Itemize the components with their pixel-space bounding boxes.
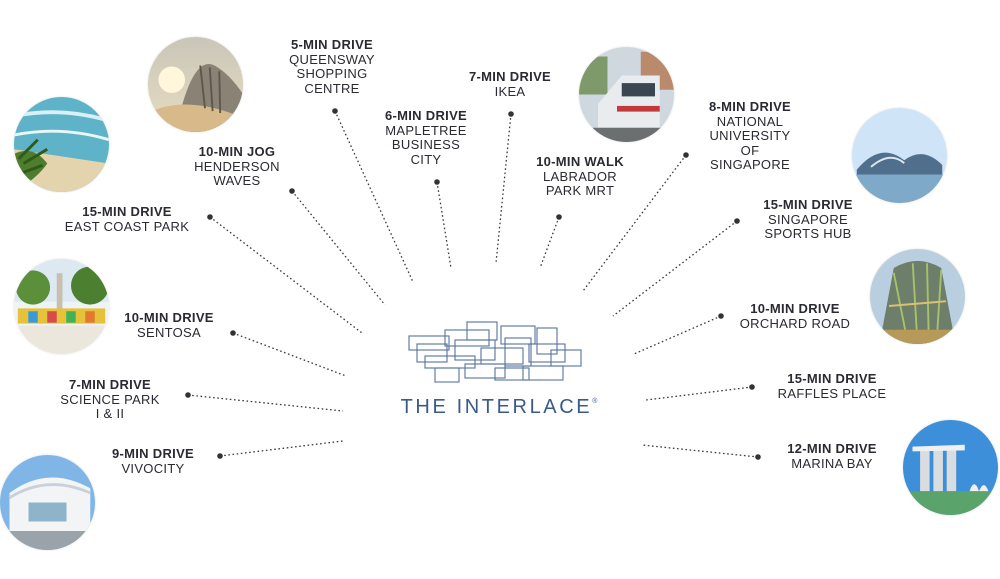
connector-henderson-waves [291, 190, 386, 306]
travel-time: 8-MIN DRIVE [708, 99, 792, 114]
location-name: BUSINESS [391, 137, 461, 152]
photo-orchard [870, 249, 965, 344]
travel-time: 5-MIN DRIVE [290, 37, 374, 52]
connector-raffles [645, 386, 753, 401]
registered-mark: ® [592, 398, 598, 405]
connector-sentosa [232, 332, 347, 377]
location-name: OF [740, 142, 760, 158]
location-sports-hub: 15-MIN DRIVE SINGAPORE SPORTS HUB [744, 197, 872, 242]
location-raffles: 15-MIN DRIVE RAFFLES PLACE [766, 371, 898, 401]
location-name: PARK MRT [545, 183, 615, 198]
location-name: EAST COAST PARK [64, 218, 190, 234]
location-name: MAPLETREE [385, 122, 467, 138]
location-name: ORCHARD ROAD [739, 315, 851, 331]
travel-time: 15-MIN DRIVE [763, 197, 853, 212]
location-queensway: 5-MIN DRIVE QUEENSWAY SHOPPING CENTRE [268, 37, 396, 96]
location-name: I & II [95, 406, 125, 421]
travel-time: 12-MIN DRIVE [787, 441, 877, 456]
travel-time: 15-MIN DRIVE [82, 204, 172, 219]
location-science-park: 7-MIN DRIVE SCIENCE PARK I & II [44, 377, 176, 422]
connector-mapletree [436, 181, 452, 269]
location-name: RAFFLES PLACE [777, 385, 887, 401]
connector-sports-hub [612, 220, 738, 317]
travel-time: 10-MIN JOG [198, 144, 276, 159]
location-orchard: 10-MIN DRIVE ORCHARD ROAD [728, 301, 862, 331]
photo-ikea-train [579, 47, 674, 142]
connector-nus [582, 154, 687, 292]
connector-science-park [187, 394, 344, 412]
connector-labrador [539, 216, 560, 269]
location-henderson-waves: 10-MIN JOG HENDERSON WAVES [172, 144, 302, 189]
travel-time: 9-MIN DRIVE [111, 446, 195, 461]
location-name: LABRADOR [543, 168, 617, 184]
location-name: SENTOSA [137, 324, 201, 340]
location-name: CENTRE [304, 80, 360, 96]
location-labrador: 10-MIN WALK LABRADOR PARK MRT [515, 154, 645, 199]
connector-orchard [633, 315, 722, 355]
location-name: SCIENCE PARK [60, 391, 160, 407]
location-name: NATIONAL [716, 113, 784, 129]
location-mapletree: 6-MIN DRIVE MAPLETREE BUSINESS CITY [360, 108, 492, 167]
brand-name: THE INTERLACE® [400, 396, 598, 418]
location-name: SINGAPORE [768, 211, 848, 227]
travel-time: 6-MIN DRIVE [384, 108, 468, 123]
location-name: QUEENSWAY [289, 51, 375, 67]
location-name: WAVES [213, 173, 261, 188]
location-name: CITY [410, 151, 442, 167]
location-sentosa: 10-MIN DRIVE SENTOSA [104, 310, 234, 340]
location-name: IKEA [494, 83, 526, 99]
travel-time: 10-MIN DRIVE [750, 301, 840, 316]
photo-henderson-waves [148, 37, 243, 132]
interlace-logo-mark [408, 321, 582, 383]
photo-sentosa [14, 259, 109, 354]
photo-marina-bay [903, 420, 998, 515]
connector-marina-bay [641, 444, 759, 458]
location-name: HENDERSON [194, 158, 280, 174]
interlace-logo: THE INTERLACE® [393, 318, 605, 428]
travel-time: 7-MIN DRIVE [468, 69, 552, 84]
location-east-coast: 15-MIN DRIVE EAST COAST PARK [52, 204, 202, 234]
location-name: SPORTS HUB [764, 226, 852, 241]
location-name: MARINA BAY [791, 455, 873, 471]
location-name: VIVOCITY [121, 460, 185, 476]
location-marina-bay: 12-MIN DRIVE MARINA BAY [766, 441, 898, 471]
location-name: SINGAPORE [710, 157, 790, 172]
travel-time: 7-MIN DRIVE [68, 377, 152, 392]
connector-vivocity [219, 440, 344, 457]
connector-queensway [334, 110, 414, 283]
location-nus: 8-MIN DRIVE NATIONAL UNIVERSITY OF SINGA… [686, 99, 814, 173]
photo-nus [852, 108, 947, 203]
location-name: SHOPPING [296, 66, 368, 81]
photo-east-coast [14, 97, 109, 192]
location-vivocity: 9-MIN DRIVE VIVOCITY [88, 446, 218, 476]
connector-ikea [495, 113, 512, 264]
photo-vivocity [0, 455, 95, 550]
location-ikea: 7-MIN DRIVE IKEA [446, 69, 574, 99]
location-name: UNIVERSITY [709, 128, 791, 143]
travel-time: 10-MIN WALK [536, 154, 624, 169]
travel-time: 15-MIN DRIVE [787, 371, 877, 386]
travel-time: 10-MIN DRIVE [124, 310, 214, 325]
